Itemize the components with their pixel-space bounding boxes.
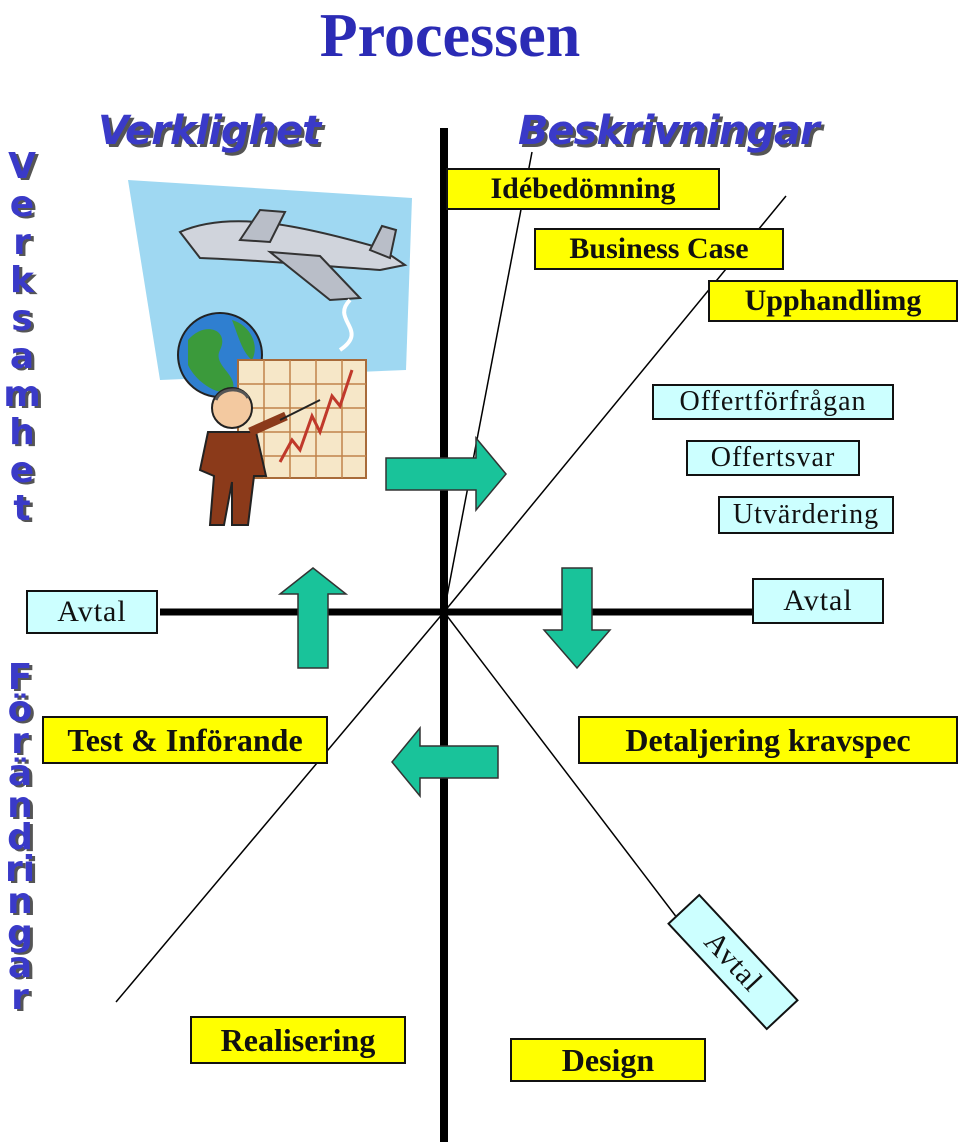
side-label-forandringar: Förändringar [4,657,36,1018]
heading-verklighet: Verklighet [98,108,321,154]
arrow-left [391,725,499,799]
presenter-man-icon [198,387,321,526]
diagonal-line-design [443,611,701,949]
arrow-down [542,567,612,670]
page-title: Processen [319,2,581,70]
business-clipart [120,170,420,535]
box-offertsvar: Offertsvar [686,440,860,476]
heading-beskrivningar: Beskrivningar [518,108,820,154]
box-avtal-left: Avtal [26,590,158,634]
diagonal-line-realisering [115,611,445,1003]
diagonal-line-idea [443,151,533,613]
box-business-case: Business Case [534,228,784,270]
box-utvardering: Utvärdering [718,496,894,534]
box-idebedomning: Idébedömning [446,168,720,210]
box-upphandling: Upphandlimg [708,280,958,322]
box-offertforfragan: Offertförfrågan [652,384,894,420]
arrow-right [385,435,507,513]
box-test-inforande: Test & Införande [42,716,328,764]
box-design: Design [510,1038,706,1082]
arrow-up [277,567,349,669]
box-avtal-right: Avtal [752,578,884,624]
box-detaljering-kravspec: Detaljering kravspec [578,716,958,764]
side-label-verksamhet: Verksamhet [3,146,41,529]
box-realisering: Realisering [190,1016,406,1064]
airplane-icon [178,208,408,352]
